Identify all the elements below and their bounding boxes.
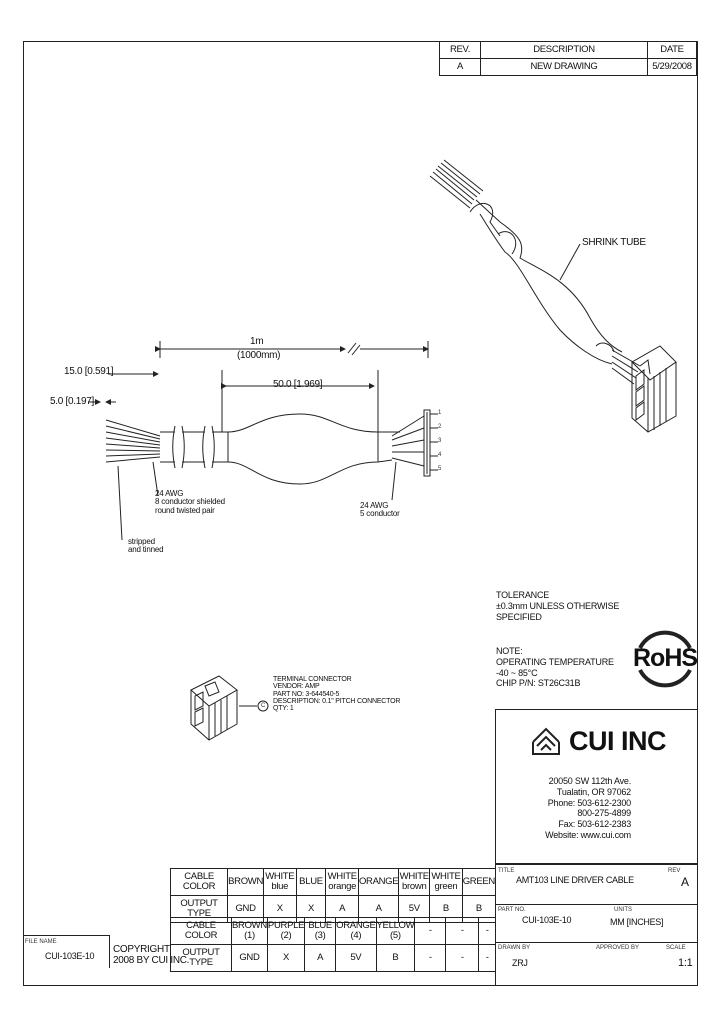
drawing-border bbox=[23, 41, 698, 986]
leader-lines bbox=[117, 243, 581, 541]
horizontal-cable bbox=[105, 409, 438, 485]
pin-label: 5 bbox=[438, 466, 442, 472]
dimension-lines bbox=[88, 341, 429, 440]
part-label: PART NO. bbox=[498, 907, 526, 913]
units-value: MM [INCHES] bbox=[610, 917, 664, 927]
rohs-text: RoHS bbox=[633, 644, 698, 672]
shrink-tube-cable bbox=[429, 159, 641, 385]
pin-labels: 1 2 3 4 5 bbox=[438, 410, 458, 480]
drawn-value: ZRJ bbox=[512, 958, 528, 968]
rev-label: REV bbox=[668, 868, 681, 874]
overall-length-mm-label: (1000mm) bbox=[237, 350, 281, 361]
rev-value: A bbox=[439, 58, 481, 76]
pin-label: 3 bbox=[438, 438, 442, 444]
rohs-logo: RoHS bbox=[630, 618, 700, 698]
right-wire-note: 24 AWG 5 conductor bbox=[360, 501, 400, 519]
scale-label: SCALE bbox=[666, 945, 686, 951]
terminal-connector-drawing bbox=[190, 675, 269, 741]
pin-label: 2 bbox=[438, 424, 442, 430]
overall-length-label: 1m bbox=[250, 336, 264, 347]
file-name-value: CUI-103E-10 bbox=[45, 951, 95, 961]
terminal-connector-note: TERMINAL CONNECTOR VENDOR: AMP PART NO: … bbox=[273, 676, 401, 713]
cui-logo-icon bbox=[532, 727, 560, 755]
stripped-note: stripped and tinned bbox=[128, 537, 164, 555]
revision-block: REV. DESCRIPTION DATE A NEW DRAWING 5/29… bbox=[439, 41, 697, 76]
dim-15-label: 15.0 [0.591] bbox=[64, 366, 114, 377]
connector-color-table: CABLE COLOR BROWN (1) PURPLE (2) BLUE (3… bbox=[170, 917, 496, 972]
cable-color-table: CABLE COLOR BROWN WHITE blue BLUE WHITE … bbox=[169, 868, 497, 923]
units-label: UNITS bbox=[614, 907, 632, 913]
scale-value: 1:1 bbox=[678, 957, 693, 969]
company-name: CUI INC bbox=[569, 726, 667, 756]
description-value: NEW DRAWING bbox=[480, 58, 648, 76]
dim-5-label: 5.0 [0.197] bbox=[50, 396, 94, 407]
pin-label: 1 bbox=[438, 410, 442, 416]
cui-logo: CUI INC bbox=[529, 724, 669, 760]
table-row: OUTPUT TYPE GND X A 5V B - - - bbox=[170, 944, 496, 972]
dim-50-label: 50.0 [1.969] bbox=[273, 379, 323, 390]
shrink-tube-label: SHRINK TUBE bbox=[582, 237, 646, 248]
file-name-box: FILE NAME CUI-103E-10 bbox=[23, 935, 110, 968]
date-value: 5/29/2008 bbox=[647, 58, 697, 76]
title-value: AMT103 LINE DRIVER CABLE bbox=[516, 875, 634, 885]
table-row: CABLE COLOR BROWN (1) PURPLE (2) BLUE (3… bbox=[170, 917, 496, 945]
drawn-label: DRAWN BY bbox=[498, 945, 531, 951]
approved-label: APPROVED BY bbox=[596, 945, 640, 951]
tolerance-note: TOLERANCE ±0.3mm UNLESS OTHERWISE SPECIF… bbox=[496, 590, 620, 622]
terminal-callout: C bbox=[261, 703, 266, 709]
left-wire-note: 24 AWG 8 conductor shielded round twiste… bbox=[155, 489, 225, 515]
title-block: TITLE AMT103 LINE DRIVER CABLE REV A PAR… bbox=[495, 863, 698, 986]
file-name-label: FILE NAME bbox=[25, 939, 57, 945]
company-address: 20050 SW 112th Ave. Tualatin, OR 97062 P… bbox=[545, 776, 631, 840]
title-label: TITLE bbox=[498, 868, 515, 874]
pin-label: 4 bbox=[438, 452, 442, 458]
part-value: CUI-103E-10 bbox=[522, 915, 572, 925]
copyright-note: COPYRIGHT 2008 BY CUI INC. bbox=[113, 944, 190, 966]
top-connector bbox=[631, 345, 677, 433]
rev-value: A bbox=[681, 875, 689, 889]
company-block: CUI INC 20050 SW 112th Ave. Tualatin, OR… bbox=[495, 709, 698, 865]
table-row: CABLE COLOR BROWN WHITE blue BLUE WHITE … bbox=[169, 868, 497, 896]
operating-note: NOTE: OPERATING TEMPERATURE -40 ~ 85°C C… bbox=[496, 646, 614, 689]
cable-drawing bbox=[88, 159, 677, 541]
